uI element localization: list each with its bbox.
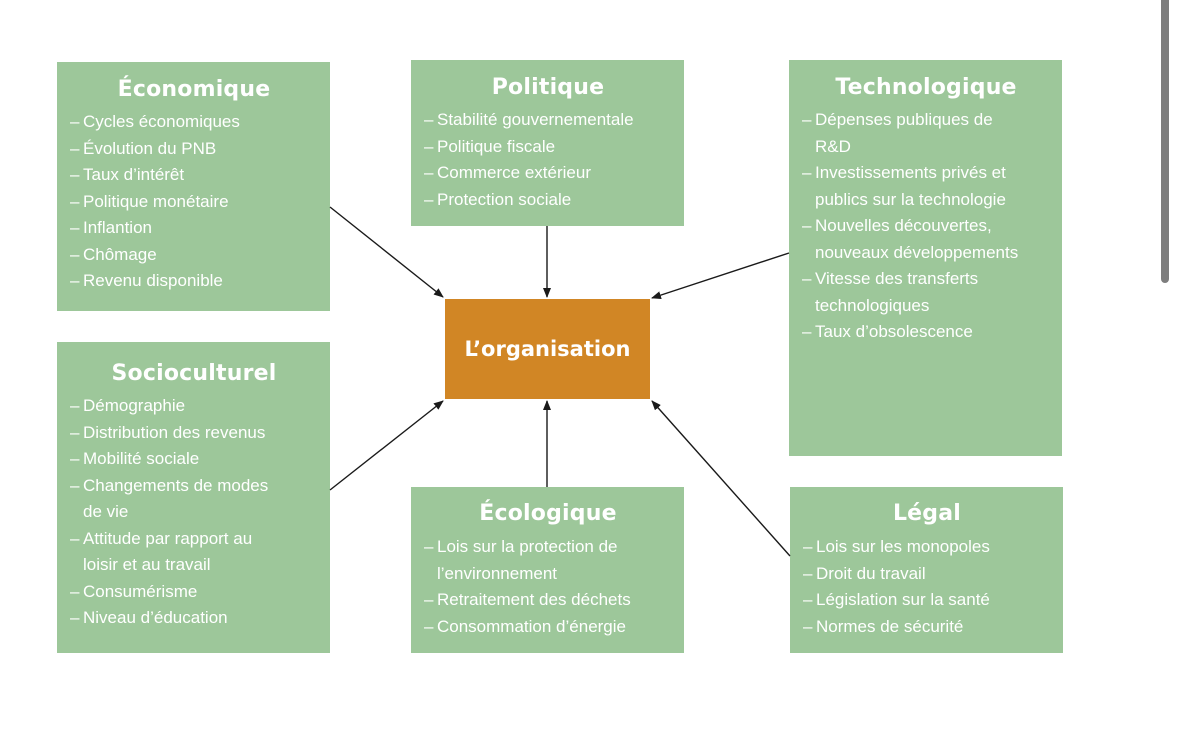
arrow-legal — [651, 400, 791, 557]
arrow-economique — [329, 206, 444, 298]
list-item: Changements de modes — [70, 473, 318, 500]
center-label: L’organisation — [464, 337, 631, 361]
factor-box-ecologique: Écologique Lois sur la protection del’en… — [411, 487, 684, 653]
list-item: Inflantion — [70, 215, 318, 242]
list-item: Investissements privés et — [802, 160, 1050, 187]
list-item: de vie — [83, 502, 129, 521]
factor-box-legal: Légal Lois sur les monopolesDroit du tra… — [790, 487, 1063, 653]
list-item: Droit du travail — [803, 561, 1051, 588]
factor-title: Légal — [892, 501, 962, 526]
factor-box-economique: Économique Cycles économiquesÉvolution d… — [57, 62, 330, 311]
arrow-socioculturel — [329, 400, 444, 491]
list-item: Vitesse des transferts — [802, 266, 1050, 293]
list-item: Consumérisme — [70, 579, 318, 606]
list-item: Législation sur la santé — [803, 587, 1051, 614]
factor-list: Lois sur les monopolesDroit du travailLé… — [803, 534, 1051, 640]
factor-title: Économique — [117, 77, 271, 102]
list-item: Lois sur la protection de — [424, 534, 672, 561]
list-item: Niveau d’éducation — [70, 605, 318, 632]
list-item: Cycles économiques — [70, 109, 318, 136]
list-item: Retraitement des déchets — [424, 587, 672, 614]
vertical-scrollbar[interactable] — [1161, 0, 1169, 283]
list-item: Taux d’obsolescence — [802, 319, 1050, 346]
factor-list: Stabilité gouvernementalePolitique fisca… — [424, 107, 672, 213]
factor-box-technologique: Technologique Dépenses publiques deR&D In… — [789, 60, 1062, 456]
factor-title: Socioculturel — [111, 361, 277, 386]
list-item: Stabilité gouvernementale — [424, 107, 672, 134]
list-item: Lois sur les monopoles — [803, 534, 1051, 561]
list-item: Consommation d’énergie — [424, 614, 672, 641]
factor-title: Politique — [491, 75, 605, 100]
list-item: Distribution des revenus — [70, 420, 318, 447]
list-item: Démographie — [70, 393, 318, 420]
factor-list: Lois sur la protection del’environnement… — [424, 534, 672, 640]
list-item: l’environnement — [437, 563, 558, 583]
center-organisation-box: L’organisation — [445, 299, 650, 399]
list-item: Revenu disponible — [70, 268, 318, 295]
factor-list: Dépenses publiques deR&D Investissements … — [802, 107, 1050, 346]
factor-box-socioculturel: Socioculturel DémographieDistribution de… — [57, 342, 330, 653]
list-item: Politique fiscale — [424, 134, 672, 161]
list-item: publics sur la technologie — [815, 189, 1006, 209]
list-item: Commerce extérieur — [424, 160, 672, 187]
list-item: R&D — [815, 136, 851, 156]
list-item: technologiques — [815, 295, 930, 315]
list-item: Attitude par rapport au — [70, 526, 318, 553]
factor-box-politique: Politique Stabilité gouvernementalePolit… — [411, 60, 684, 226]
list-item: loisir et au travail — [83, 555, 211, 574]
factor-list: Cycles économiquesÉvolution du PNBTaux d… — [70, 109, 318, 295]
list-item: Nouvelles découvertes, — [802, 213, 1050, 240]
list-item: Évolution du PNB — [70, 136, 318, 163]
list-item: Chômage — [70, 242, 318, 269]
list-item: Mobilité sociale — [70, 446, 318, 473]
factor-list: DémographieDistribution des revenusMobil… — [70, 393, 318, 632]
list-item: Protection sociale — [424, 187, 672, 214]
factor-title: Écologique — [479, 501, 617, 526]
list-item: Dépenses publiques de — [802, 107, 1050, 134]
factor-title: Technologique — [835, 75, 1017, 100]
list-item: Politique monétaire — [70, 189, 318, 216]
list-item: Normes de sécurité — [803, 614, 1051, 641]
list-item: nouveaux développements — [815, 242, 1019, 262]
list-item: Taux d’intérêt — [70, 162, 318, 189]
arrow-technologique — [651, 252, 790, 299]
